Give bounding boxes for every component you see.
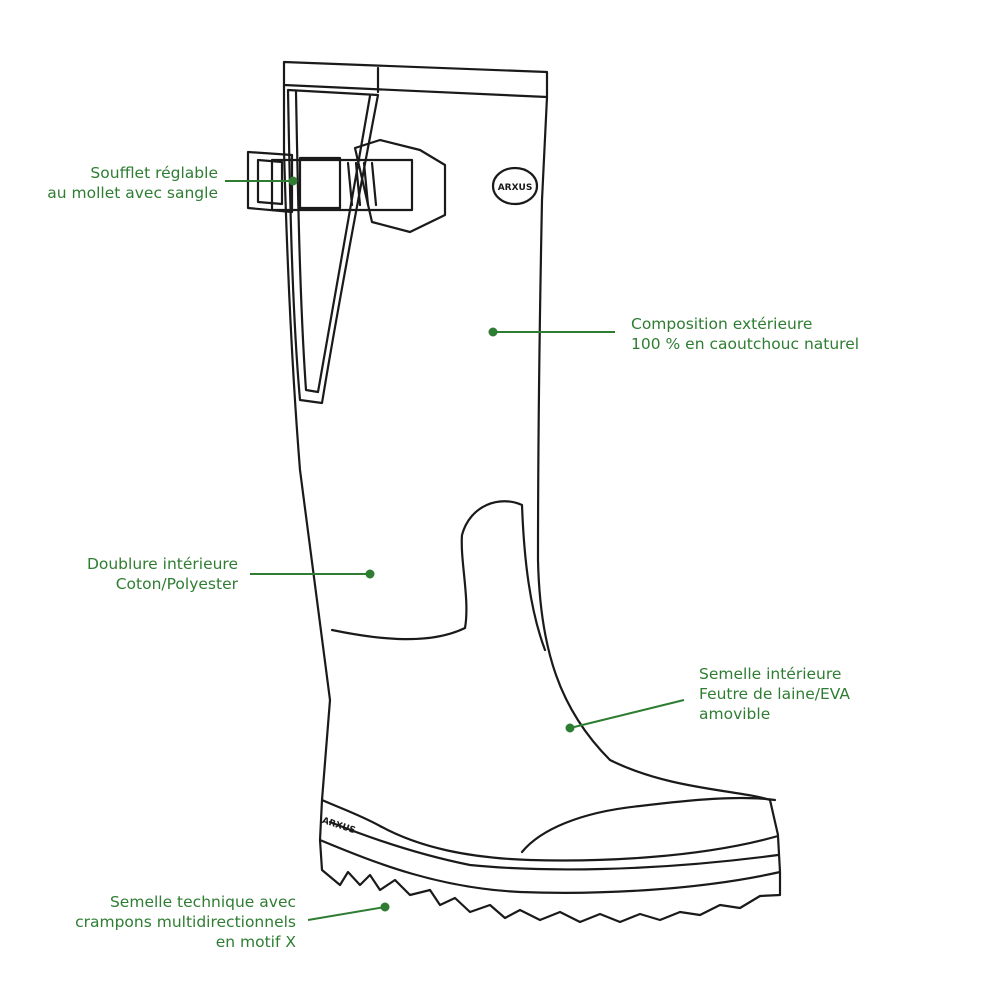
callout-composition: Composition extérieure 100 % en caoutcho… — [631, 314, 859, 354]
arxus-logo: ARXUS — [498, 183, 533, 193]
leader-dot-semelle-tech — [380, 902, 390, 912]
callout-semelle-tech-line-2: crampons multidirectionnels — [75, 913, 296, 931]
arxus-logo-oval — [491, 166, 539, 206]
callout-composition-line-2: 100 % en caoutchouc naturel — [631, 335, 860, 353]
callout-doublure: Doublure intérieure Coton/Polyester — [87, 554, 238, 594]
callout-soufflet: Soufflet réglable au mollet avec sangle — [47, 163, 218, 203]
callout-semelle-tech-line-3: en motif X — [215, 933, 296, 951]
callout-semelle-int-line-3: amovible — [699, 705, 771, 723]
boot-strap — [270, 158, 414, 212]
boot-toe-cap — [520, 796, 777, 854]
leader-line-semelle-int — [569, 699, 685, 729]
callout-semelle-tech-line-1: Semelle technique avec — [109, 893, 296, 911]
callout-soufflet-line-2: au mollet avec sangle — [47, 184, 218, 202]
leader-line-semelle-tech — [307, 906, 386, 921]
callout-doublure-line-2: Coton/Polyester — [115, 575, 238, 593]
leader-dot-doublure — [365, 569, 375, 579]
leader-dot-soufflet — [288, 176, 298, 186]
callout-composition-line-1: Composition extérieure — [631, 315, 813, 333]
boot-gusset — [286, 88, 380, 405]
callout-semelle-int-line-1: Semelle intérieure — [699, 665, 842, 683]
callout-semelle-tech: Semelle technique avec crampons multidir… — [75, 892, 296, 952]
boot-lining-edge — [330, 500, 547, 652]
boot-tread — [318, 838, 782, 924]
callout-doublure-line-1: Doublure intérieure — [86, 555, 238, 573]
callout-semelle-int-line-2: Feutre de laine/EVA — [699, 685, 851, 703]
boot-buckle — [246, 150, 294, 214]
callout-soufflet-line-1: Soufflet réglable — [90, 164, 218, 182]
boot-shaft-outline — [282, 83, 780, 837]
arxus-sole-logo: ARXUS — [321, 816, 357, 836]
boot-strap-tab — [353, 138, 447, 234]
boot-sole-band — [318, 798, 782, 894]
leader-dot-semelle-int — [565, 723, 575, 733]
leader-dot-composition — [488, 327, 498, 337]
callout-semelle-int: Semelle intérieure Feutre de laine/EVA a… — [699, 664, 850, 724]
